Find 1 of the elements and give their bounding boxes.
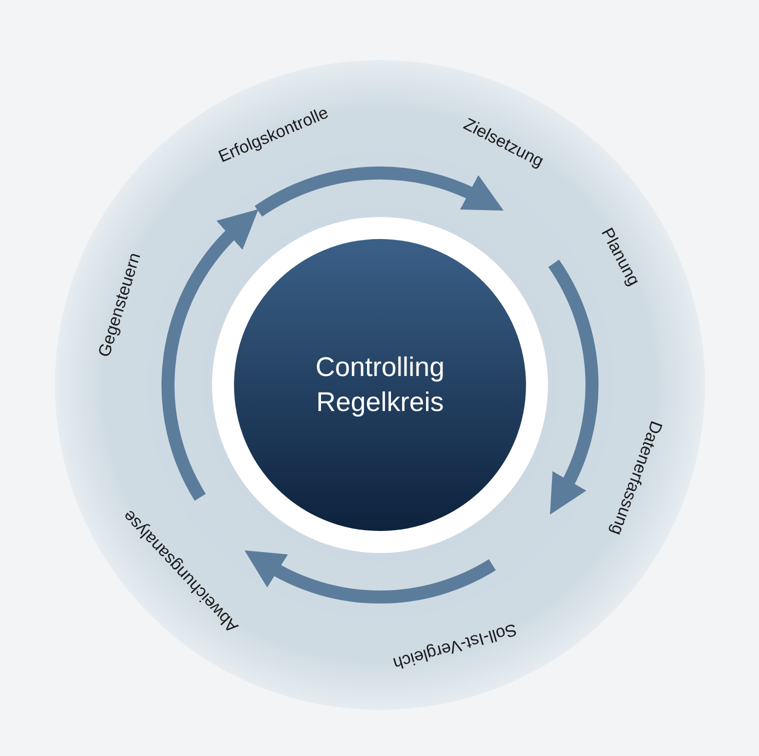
center-title: Controlling Regelkreis: [314, 350, 446, 419]
